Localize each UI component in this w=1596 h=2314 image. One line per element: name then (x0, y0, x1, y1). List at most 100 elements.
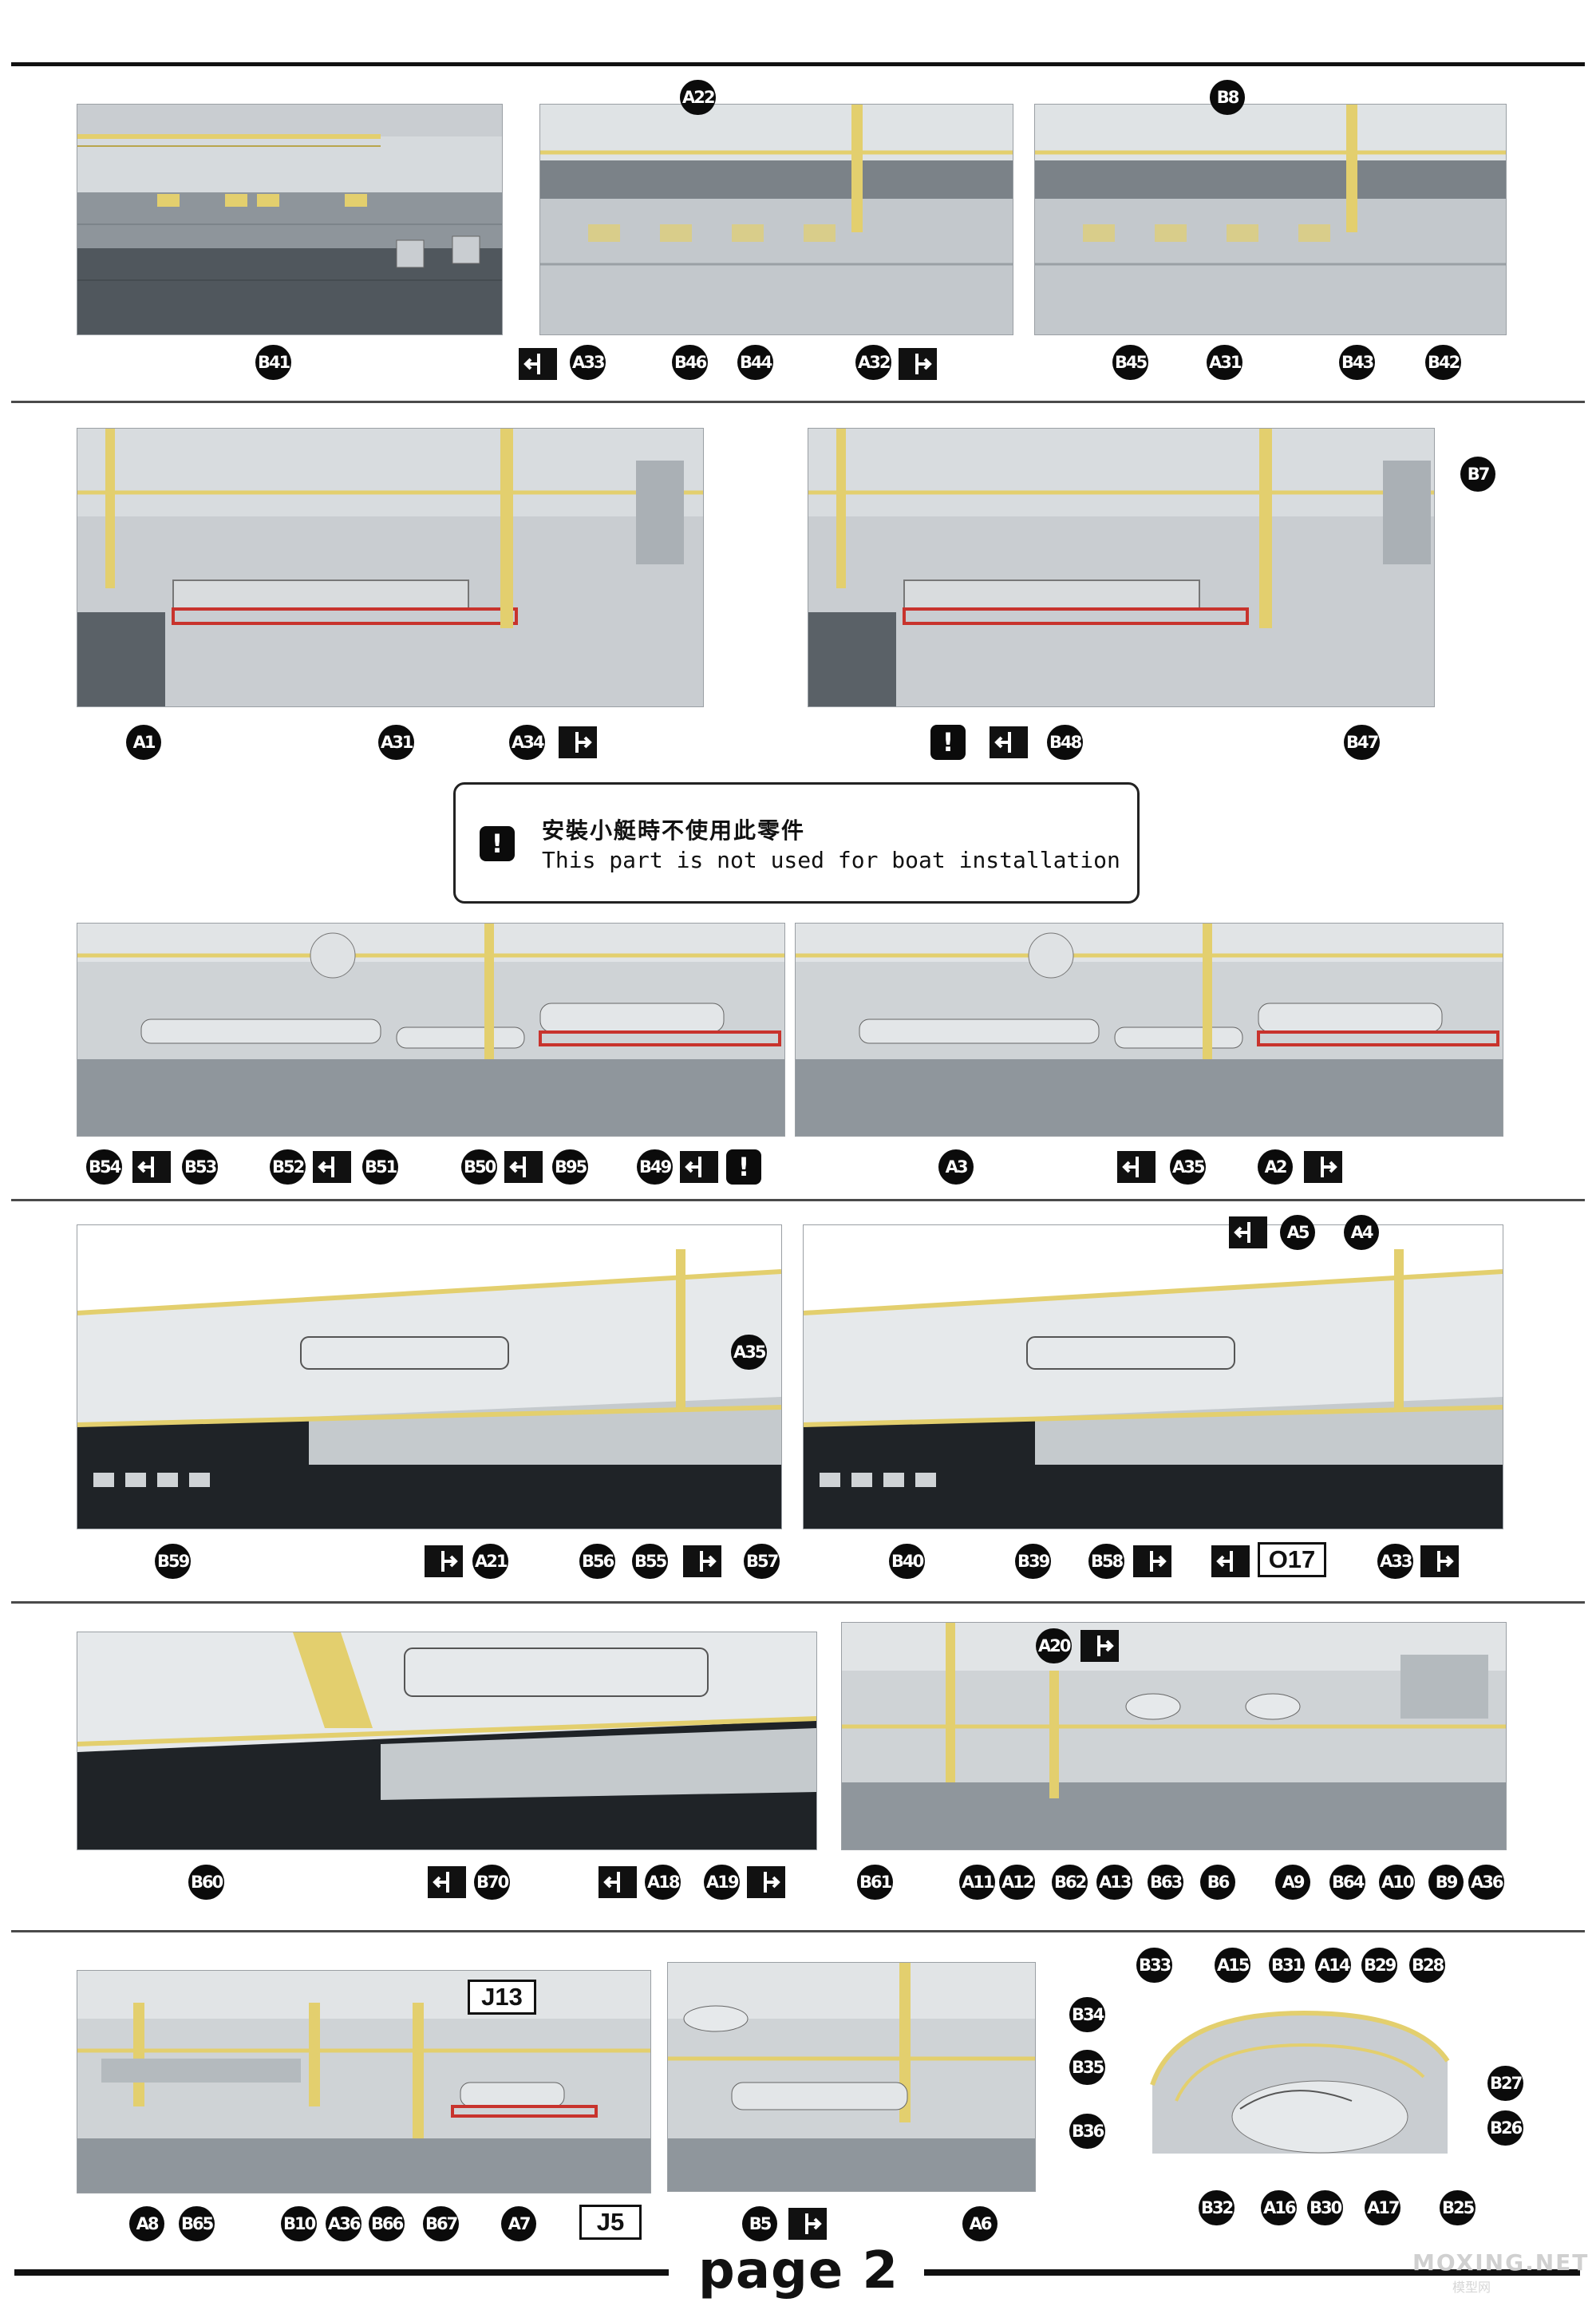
part-label-b61: B61 (857, 1865, 894, 1900)
part-label-b43: B43 (1339, 345, 1376, 380)
part-label-a9: A9 (1275, 1865, 1310, 1900)
part-label-a3: A3 (938, 1149, 974, 1185)
diagram-panel-r1-1 (77, 104, 503, 335)
part-label-a10: A10 (1379, 1865, 1416, 1900)
diagram-panel-r4-2 (803, 1224, 1503, 1529)
footer-rule-right (924, 2269, 1580, 2276)
diagram-panel-r6-2 (667, 1962, 1036, 2192)
part-label-b66: B66 (369, 2206, 405, 2241)
note-box: ! 安裝小艇時不使用此零件 This part is not used for … (453, 782, 1140, 904)
part-label-a6: A6 (962, 2206, 998, 2241)
part-label-a21: A21 (472, 1544, 509, 1579)
part-label-b65: B65 (179, 2206, 215, 2241)
bend-icon-11 (425, 1545, 463, 1577)
part-label-b57: B57 (744, 1544, 780, 1579)
part-label-a2: A2 (1258, 1149, 1293, 1185)
part-label-b55: B55 (632, 1544, 669, 1579)
part-label-b67: B67 (423, 2206, 460, 2241)
part-label-a36: A36 (326, 2206, 362, 2241)
part-label-a15: A15 (1215, 1948, 1251, 1983)
part-box-j5: J5 (579, 2205, 642, 2240)
bend-icon-1 (519, 348, 557, 380)
part-label-b7: B7 (1460, 457, 1495, 492)
bend-icon-16 (1420, 1545, 1459, 1577)
part-box-j13: J13 (468, 1980, 536, 2015)
part-label-b54: B54 (86, 1149, 123, 1185)
part-label-b56: B56 (579, 1544, 616, 1579)
top-rule (11, 62, 1585, 66)
part-label-a1: A1 (126, 725, 161, 760)
section-divider-4 (11, 1930, 1585, 1932)
part-label-a12: A12 (999, 1865, 1036, 1900)
page-number-title: page 2 (698, 2241, 899, 2300)
bend-icon-5 (132, 1151, 171, 1183)
part-label-a33: A33 (1377, 1544, 1414, 1579)
part-label-a8: A8 (129, 2206, 164, 2241)
part-label-b52: B52 (270, 1149, 306, 1185)
bend-icon-7 (504, 1151, 543, 1183)
part-label-b32: B32 (1199, 2190, 1235, 2225)
part-label-a35: A35 (1170, 1149, 1207, 1185)
part-label-b47: B47 (1344, 725, 1381, 760)
watermark-sub: 模型网 (1452, 2280, 1491, 2295)
part-label-b25: B25 (1440, 2190, 1476, 2225)
bend-icon-12 (683, 1545, 721, 1577)
section-divider-3 (11, 1601, 1585, 1604)
part-label-a4: A4 (1344, 1215, 1379, 1250)
part-label-a14: A14 (1315, 1948, 1352, 1983)
part-label-b34: B34 (1069, 1997, 1106, 2032)
part-label-a17: A17 (1365, 2190, 1401, 2225)
section-divider-2 (11, 1199, 1585, 1201)
diagram-panel-r2-2 (808, 428, 1435, 707)
part-label-b27: B27 (1487, 2066, 1524, 2101)
bend-icon-17 (428, 1866, 466, 1898)
part-label-b64: B64 (1329, 1865, 1366, 1900)
diagram-panel-r6-3 (1128, 2005, 1456, 2154)
part-label-b58: B58 (1088, 1544, 1125, 1579)
part-label-b6: B6 (1200, 1865, 1235, 1900)
part-label-b62: B62 (1052, 1865, 1088, 1900)
warning-icon: ! (930, 725, 966, 760)
part-label-b8: B8 (1210, 80, 1245, 115)
section-divider-1 (11, 401, 1585, 403)
diagram-panel-r1-2 (539, 104, 1013, 335)
part-label-b42: B42 (1425, 345, 1462, 380)
part-label-b39: B39 (1015, 1544, 1052, 1579)
part-label-a19: A19 (704, 1865, 741, 1900)
part-label-b48: B48 (1047, 725, 1084, 760)
bend-icon-4 (990, 726, 1028, 758)
part-label-b10: B10 (281, 2206, 318, 2241)
part-label-a5: A5 (1280, 1215, 1315, 1250)
part-label-b63: B63 (1148, 1865, 1184, 1900)
diagram-panel-r3-1 (77, 923, 785, 1137)
bend-icon-14 (1133, 1545, 1171, 1577)
part-label-a31: A31 (1207, 345, 1243, 380)
part-label-b59: B59 (155, 1544, 192, 1579)
part-label-b30: B30 (1307, 2190, 1344, 2225)
diagram-panel-r6-1 (77, 1970, 651, 2193)
bend-icon-8 (680, 1151, 718, 1183)
part-label-b53: B53 (182, 1149, 219, 1185)
part-label-b70: B70 (474, 1865, 511, 1900)
bend-icon-21 (788, 2208, 827, 2240)
part-label-a33: A33 (570, 345, 606, 380)
part-label-a18: A18 (645, 1865, 681, 1900)
warning-icon: ! (726, 1149, 761, 1185)
part-label-b36: B36 (1069, 2114, 1106, 2149)
part-label-b31: B31 (1269, 1948, 1306, 1983)
part-label-a32: A32 (855, 345, 892, 380)
diagram-panel-r4-1 (77, 1224, 782, 1529)
part-label-b60: B60 (188, 1865, 225, 1900)
part-label-a35: A35 (731, 1335, 768, 1370)
bend-icon-20 (1080, 1630, 1119, 1662)
part-box-o17: O17 (1258, 1542, 1326, 1577)
diagram-panel-r1-3 (1034, 104, 1507, 335)
diagram-panel-r5-1 (77, 1632, 817, 1850)
diagram-panel-r3-2 (795, 923, 1503, 1137)
part-label-b5: B5 (742, 2206, 777, 2241)
bend-icon-6 (313, 1151, 351, 1183)
part-label-b44: B44 (737, 345, 774, 380)
part-label-b26: B26 (1487, 2110, 1524, 2146)
part-label-a13: A13 (1096, 1865, 1133, 1900)
part-label-b45: B45 (1112, 345, 1149, 380)
